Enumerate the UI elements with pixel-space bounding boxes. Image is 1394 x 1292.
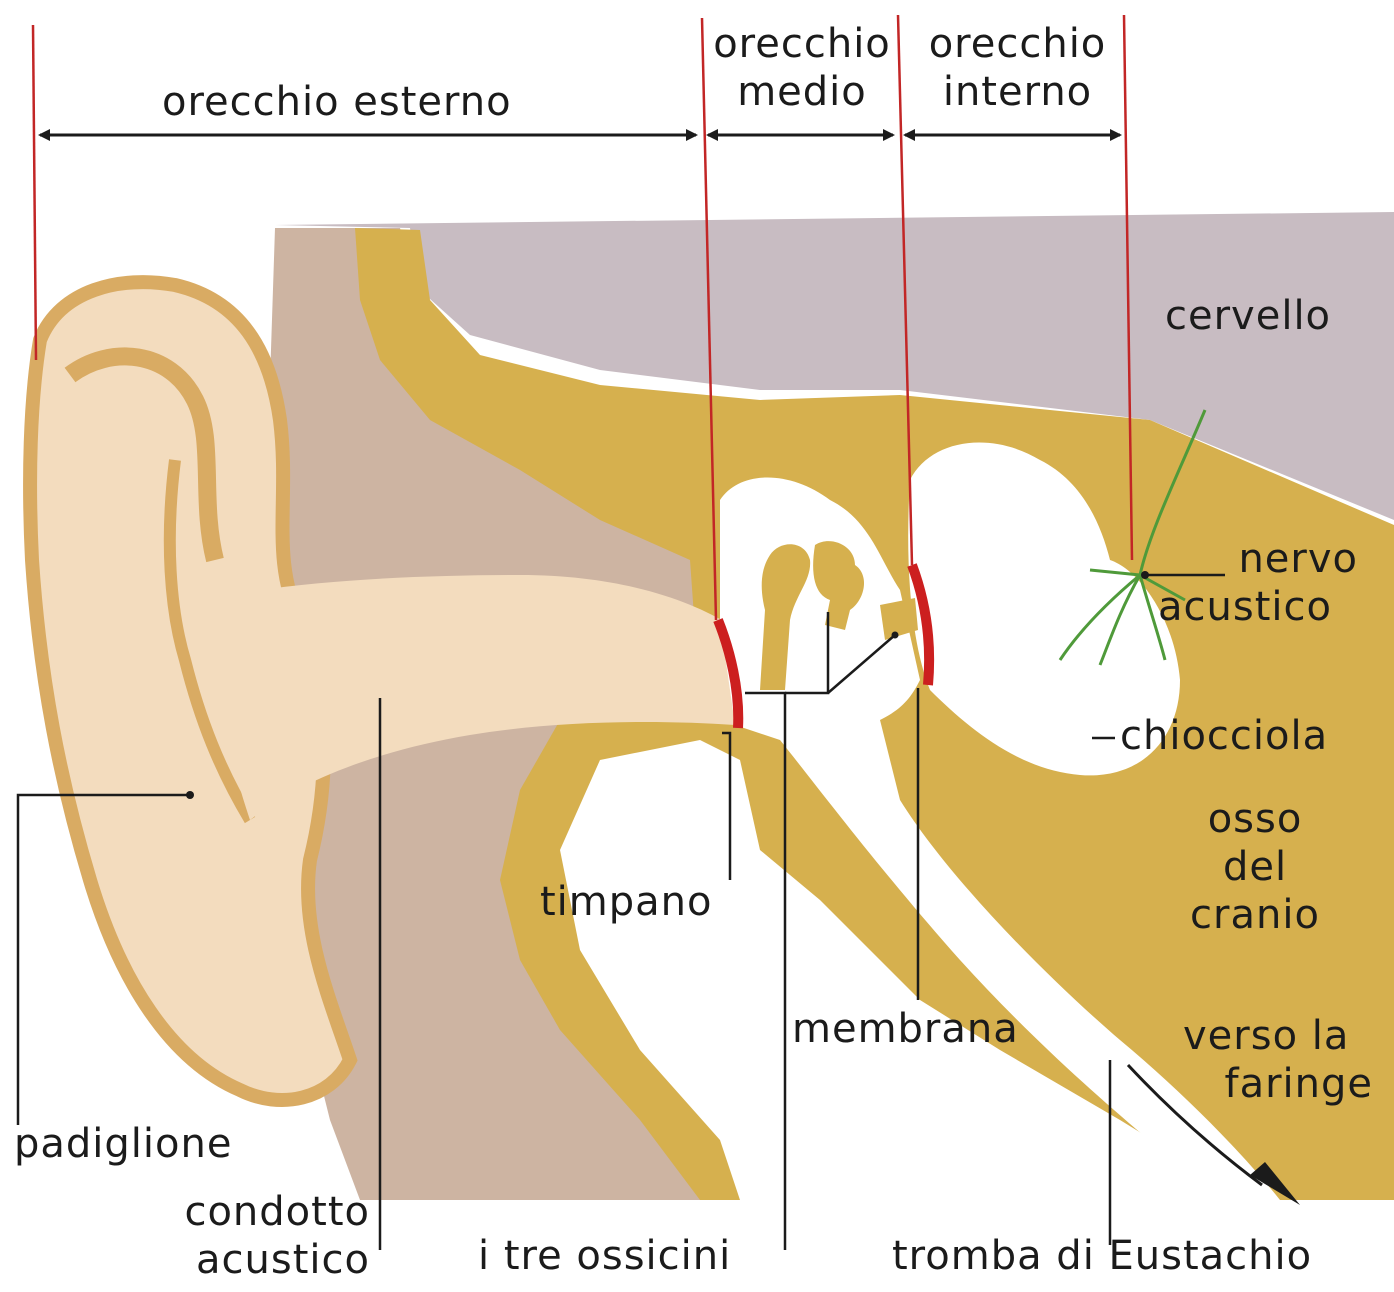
label-membrane: membrana	[792, 1005, 1019, 1053]
label-skull-bone-line1: osso	[1170, 795, 1340, 843]
label-middle-ear: orecchio medio	[697, 20, 907, 116]
label-acoustic-nerve-line2: acustico	[1158, 583, 1358, 631]
label-cochlea: chiocciola	[1120, 712, 1328, 760]
label-inner-ear-line2: interno	[910, 68, 1125, 116]
label-ossicles: i tre ossicini	[478, 1232, 731, 1280]
label-pharynx-line2: faringe	[1183, 1060, 1373, 1108]
leader-dot-pinna	[186, 791, 194, 799]
label-pharynx-line1: verso la	[1183, 1012, 1373, 1060]
label-pharynx: verso la faringe	[1183, 1012, 1373, 1108]
label-middle-ear-line2: medio	[697, 68, 907, 116]
label-outer-ear: orecchio esterno	[162, 78, 512, 126]
label-ear-canal: condotto acustico	[130, 1188, 370, 1284]
label-pinna: padiglione	[14, 1120, 232, 1168]
leader-dot-ossicle	[892, 632, 899, 639]
label-acoustic-nerve-line1: nervo	[1158, 535, 1358, 583]
leader-dot-nerve	[1141, 571, 1149, 579]
label-acoustic-nerve: nervo acustico	[1158, 535, 1358, 631]
red-line-outer	[33, 25, 36, 360]
label-skull-bone-line2: del	[1170, 843, 1340, 891]
label-skull-bone: osso del cranio	[1170, 795, 1340, 939]
label-skull-bone-line3: cranio	[1170, 891, 1340, 939]
label-inner-ear-line1: orecchio	[910, 20, 1125, 68]
label-middle-ear-line1: orecchio	[697, 20, 907, 68]
label-brain: cervello	[1165, 292, 1331, 340]
label-inner-ear: orecchio interno	[910, 20, 1125, 116]
label-ear-canal-line2: acustico	[130, 1236, 370, 1284]
label-timpano: timpano	[540, 878, 713, 926]
label-ear-canal-line1: condotto	[130, 1188, 370, 1236]
leader-timpano	[722, 733, 730, 880]
label-eustachian-tube: tromba di Eustachio	[892, 1232, 1312, 1280]
